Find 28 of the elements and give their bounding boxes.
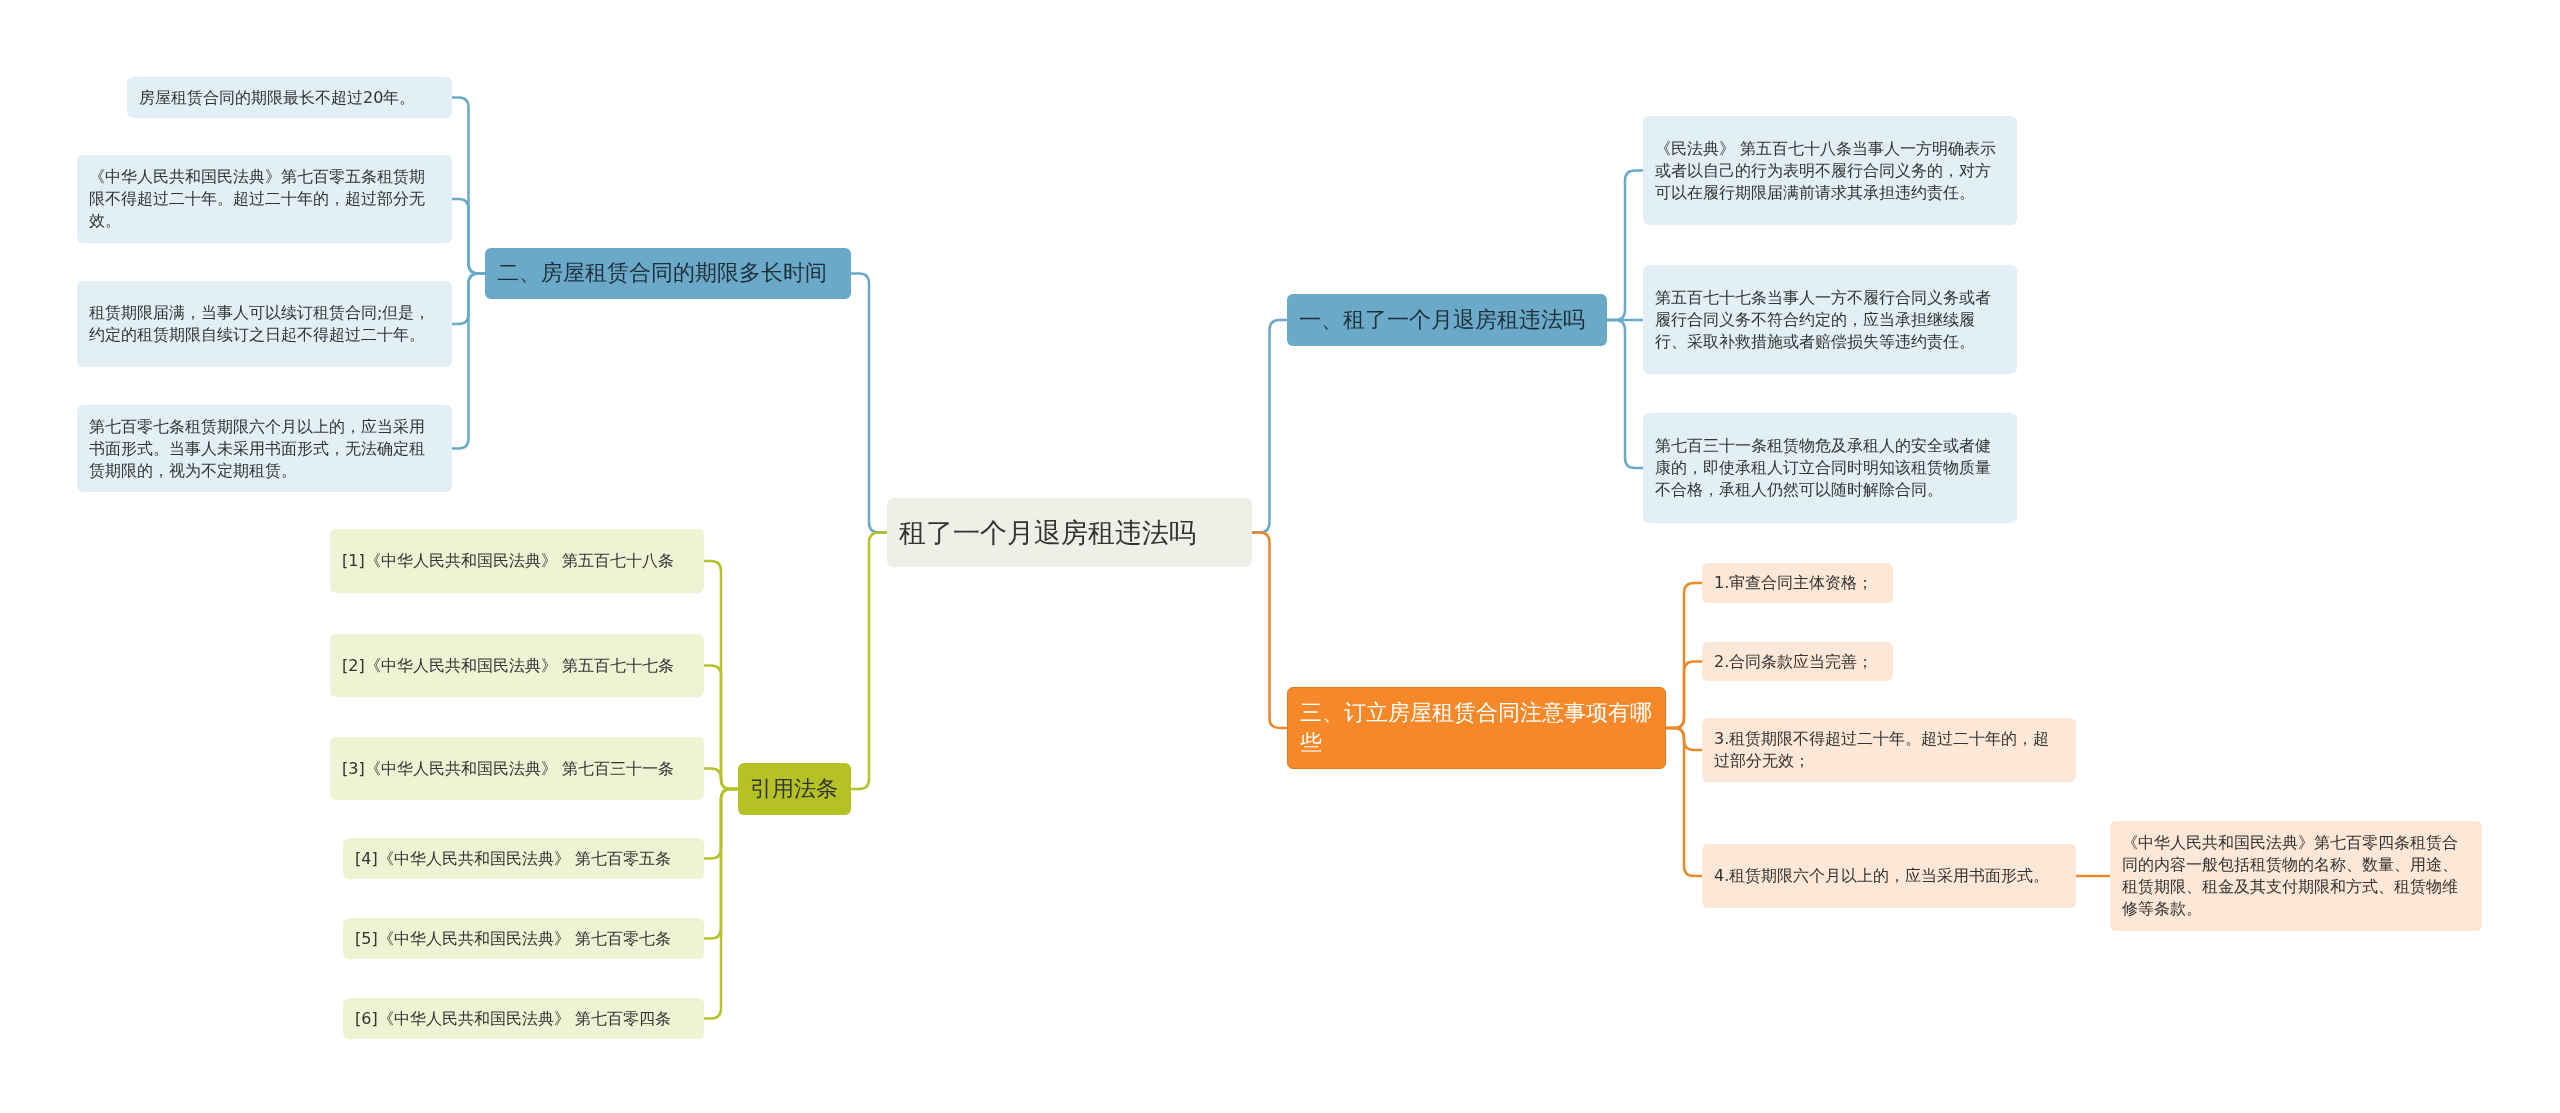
- subtopic-box: 租赁期限届满，当事人可以续订租赁合同;但是，约定的租赁期限自续订之日起不得超过二十年。: [77, 281, 452, 367]
- subtopic-box: [6]《中华人民共和国民法典》 第七百零四条: [343, 998, 704, 1039]
- subtopic-box: 第七百零七条租赁期限六个月以上的，应当采用书面形式。当事人未采用书面形式，无法确定租赁期限的，视为不定期租赁。: [77, 405, 452, 492]
- subtopic-box: [2]《中华人民共和国民法典》 第五百七十七条: [330, 634, 704, 697]
- connector-line: [1666, 726, 1702, 878]
- central-topic: 租了一个月退房租违法吗: [887, 498, 1252, 567]
- subtopic-box: 第七百三十一条租赁物危及承租人的安全或者健康的，即使承租人订立合同时明知该租赁物质量不合格，承租人仍然可以随时解除合同。: [1643, 413, 2017, 523]
- subtopic-box: 4.租赁期限六个月以上的，应当采用书面形式。: [1702, 844, 2076, 908]
- branch-topic: 一、租了一个月退房租违法吗: [1287, 294, 1607, 346]
- branch-topic: 三、订立房屋租赁合同注意事项有哪些: [1287, 687, 1666, 769]
- subtopic-box: 第五百七十七条当事人一方不履行合同义务或者履行合同义务不符合约定的，应当承担继续履行、采取补救措施或者赔偿损失等违约责任。: [1643, 265, 2017, 374]
- subtopic-box: 《中华人民共和国民法典》第七百零四条租赁合同的内容一般包括租赁物的名称、数量、用途、租赁期限、租金及其支付期限和方式、租赁物维修等条款。: [2110, 821, 2482, 931]
- subtopic-box: [1]《中华人民共和国民法典》 第五百七十八条: [330, 529, 704, 593]
- connector-line: [851, 531, 887, 791]
- branch-topic: 二、房屋租赁合同的期限多长时间: [485, 248, 851, 299]
- branch-topic: 引用法条: [738, 763, 851, 815]
- subtopic-box: 2.合同条款应当完善；: [1702, 642, 1893, 681]
- subtopic-box: 《民法典》 第五百七十八条当事人一方明确表示或者以自己的行为表明不履行合同义务的，对方可以在履行期限届满前请求其承担违约责任。: [1643, 116, 2017, 225]
- subtopic-box: 《中华人民共和国民法典》第七百零五条租赁期限不得超过二十年。超过二十年的，超过部分无效。: [77, 155, 452, 243]
- subtopic-box: [5]《中华人民共和国民法典》 第七百零七条: [343, 918, 704, 959]
- subtopic-box: 房屋租赁合同的期限最长不超过20年。: [127, 77, 452, 118]
- connector-line: [452, 272, 485, 450]
- subtopic-box: 3.租赁期限不得超过二十年。超过二十年的，超过部分无效；: [1702, 718, 2076, 782]
- subtopic-box: 1.审查合同主体资格；: [1702, 563, 1893, 603]
- connector-line: [1607, 318, 1643, 470]
- connector-line: [2076, 874, 2110, 878]
- subtopic-box: [4]《中华人民共和国民法典》 第七百零五条: [343, 838, 704, 879]
- subtopic-box: [3]《中华人民共和国民法典》 第七百三十一条: [330, 737, 704, 800]
